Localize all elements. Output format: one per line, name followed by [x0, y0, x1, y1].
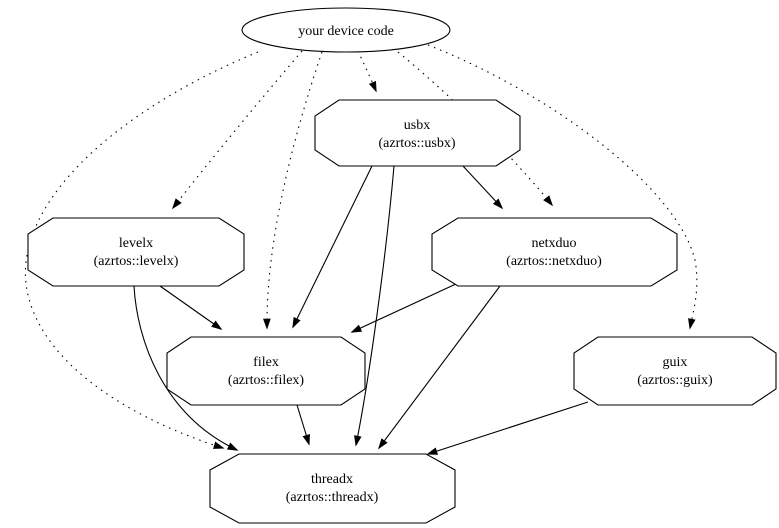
octagon-shape	[166, 336, 366, 406]
node-subtitle: (azrtos::levelx)	[94, 254, 179, 269]
node-subtitle: (azrtos::filex)	[228, 373, 305, 388]
edge-usbx-netxduo	[462, 165, 504, 210]
octagon-shape	[209, 453, 456, 524]
edge-device-code-usbx	[357, 50, 377, 93]
node-subtitle: (azrtos::threadx)	[286, 490, 379, 505]
node-title: guix	[663, 355, 688, 370]
node-subtitle: (azrtos::netxduo)	[506, 254, 602, 269]
octagon-shape	[431, 217, 678, 287]
node-guix: guix (azrtos::guix)	[573, 336, 777, 406]
octagon-shape	[314, 99, 521, 167]
node-netxduo: netxduo (azrtos::netxduo)	[431, 217, 678, 287]
edge-device-code-filex	[263, 51, 323, 330]
node-title: filex	[253, 355, 279, 370]
node-title: levelx	[119, 236, 153, 251]
edge-levelx-threadx	[133, 285, 239, 451]
edge-usbx-threadx	[354, 165, 395, 447]
edge-device-code-threadx	[24, 51, 259, 449]
ellipse-shape	[241, 7, 451, 53]
node-your-device-code: your device code	[241, 7, 451, 53]
node-label: your device code	[298, 24, 394, 39]
edge-netxduo-filex	[350, 282, 459, 333]
edge-filex-threadx	[296, 404, 310, 446]
node-usbx: usbx (azrtos::usbx)	[314, 99, 521, 167]
node-subtitle: (azrtos::guix)	[637, 373, 713, 388]
node-title: usbx	[404, 118, 430, 133]
node-levelx: levelx (azrtos::levelx)	[27, 217, 245, 287]
node-filex: filex (azrtos::filex)	[166, 336, 366, 406]
edge-device-code-levelx	[171, 50, 303, 210]
node-threadx: threadx (azrtos::threadx)	[209, 453, 456, 524]
edge-netxduo-threadx	[378, 285, 501, 450]
edge-guix-threadx	[426, 401, 589, 455]
octagon-shape	[27, 217, 245, 287]
octagon-shape	[573, 336, 777, 406]
node-title: netxduo	[531, 236, 576, 251]
node-title: threadx	[311, 472, 353, 487]
edge-usbx-filex	[292, 165, 373, 329]
node-subtitle: (azrtos::usbx)	[379, 136, 456, 151]
edge-levelx-filex	[159, 285, 223, 330]
